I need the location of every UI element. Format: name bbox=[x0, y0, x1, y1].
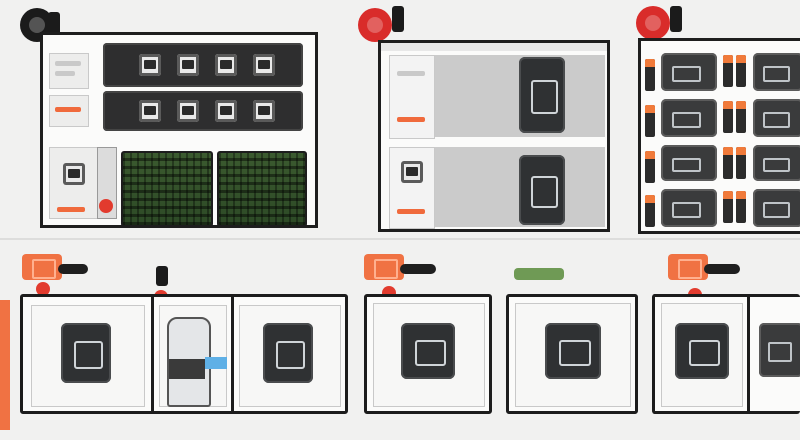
enclosure-frame-right bbox=[652, 294, 800, 414]
battery-cell-icon bbox=[645, 59, 655, 91]
module-icon bbox=[215, 100, 237, 122]
battery-slot bbox=[661, 99, 717, 137]
battery-cell-icon bbox=[723, 191, 733, 223]
status-line bbox=[397, 209, 425, 214]
circuit-grid-icon bbox=[217, 151, 307, 227]
device-icon bbox=[401, 323, 455, 379]
device-icon bbox=[545, 323, 601, 379]
clamp-icon bbox=[156, 266, 168, 286]
battery-slot bbox=[753, 189, 800, 227]
device-icon bbox=[519, 155, 565, 225]
clamp-icon[interactable] bbox=[22, 254, 62, 280]
battery-cell-icon bbox=[723, 101, 733, 133]
status-line bbox=[57, 207, 85, 212]
device-icon bbox=[519, 57, 565, 133]
module-icon bbox=[177, 100, 199, 122]
battery-slot bbox=[661, 53, 717, 91]
knob-icon[interactable] bbox=[636, 6, 670, 40]
enclosure-frame bbox=[20, 294, 348, 414]
label-line bbox=[55, 71, 75, 76]
battery-cell-icon bbox=[645, 151, 655, 183]
battery-slot bbox=[759, 323, 800, 377]
module-icon bbox=[215, 54, 237, 76]
enclosure-box bbox=[506, 294, 638, 414]
clamp-icon bbox=[48, 12, 60, 38]
side-strip bbox=[0, 300, 10, 430]
device-icon bbox=[263, 323, 313, 383]
battery-slot bbox=[753, 99, 800, 137]
battery-slot bbox=[661, 189, 717, 227]
module-rack-top bbox=[103, 43, 303, 87]
clamp-icon bbox=[670, 6, 682, 32]
floor-line bbox=[0, 238, 800, 240]
battery-cell-icon bbox=[736, 55, 746, 87]
battery-cell-icon bbox=[736, 191, 746, 223]
mount-bar bbox=[400, 264, 436, 274]
battery-cabinet bbox=[638, 38, 800, 234]
status-pill bbox=[514, 268, 564, 280]
status-line bbox=[397, 117, 425, 122]
module-icon bbox=[139, 54, 161, 76]
mount-bar bbox=[704, 264, 740, 274]
warning-light bbox=[99, 199, 113, 213]
clamp-icon[interactable] bbox=[364, 254, 404, 280]
device-icon bbox=[61, 323, 111, 383]
status-line bbox=[55, 107, 81, 112]
panel-header bbox=[381, 43, 607, 51]
clamp-icon bbox=[392, 6, 404, 32]
module-icon bbox=[177, 54, 199, 76]
enclosure-box bbox=[364, 294, 492, 414]
compartment-divider bbox=[151, 297, 154, 411]
canister-band bbox=[169, 359, 205, 379]
battery-cell-icon bbox=[645, 105, 655, 137]
device-icon bbox=[675, 323, 729, 379]
battery-slot bbox=[753, 53, 800, 91]
label-card bbox=[389, 55, 435, 139]
status-indicator bbox=[205, 357, 227, 369]
label-line bbox=[397, 71, 425, 76]
circuit-grid-icon bbox=[121, 151, 213, 227]
battery-cell-icon bbox=[645, 195, 655, 227]
module-icon bbox=[139, 100, 161, 122]
battery-cell-icon bbox=[723, 55, 733, 87]
compartment-divider bbox=[747, 297, 750, 411]
warning-light bbox=[36, 282, 50, 296]
module-rack-bottom bbox=[103, 91, 303, 131]
battery-cell-icon bbox=[736, 101, 746, 133]
cabinet-panel-2 bbox=[378, 40, 610, 232]
module-icon bbox=[401, 161, 423, 183]
battery-slot bbox=[753, 145, 800, 181]
mount-bar bbox=[58, 264, 88, 274]
cabinet-panel-1 bbox=[40, 32, 318, 228]
knob-icon[interactable] bbox=[358, 8, 392, 42]
compartment-divider bbox=[231, 297, 234, 411]
module-icon bbox=[253, 54, 275, 76]
module-icon bbox=[253, 100, 275, 122]
label-line bbox=[55, 61, 81, 66]
battery-cell-icon bbox=[736, 147, 746, 179]
module-icon bbox=[63, 163, 85, 185]
battery-slot bbox=[661, 145, 717, 181]
label-card bbox=[389, 147, 435, 229]
clamp-icon[interactable] bbox=[668, 254, 708, 280]
battery-cell-icon bbox=[723, 147, 733, 179]
